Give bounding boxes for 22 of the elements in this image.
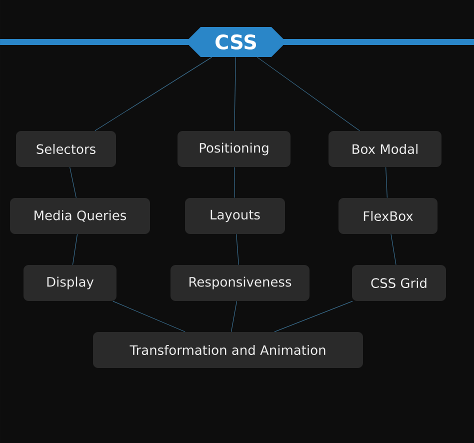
connector-line — [112, 300, 186, 332]
connector-line — [230, 300, 238, 332]
connector-line — [72, 234, 78, 266]
topic-box: Box Modal — [328, 130, 442, 167]
topic-box: Transformation and Animation — [93, 332, 363, 368]
topic-box: Media Queries — [10, 198, 150, 234]
connector-line — [274, 300, 353, 332]
topic-box: Positioning — [178, 130, 290, 167]
topic-box: CSS Grid — [352, 265, 446, 301]
connector-line — [236, 234, 239, 266]
topic-box: Display — [24, 265, 116, 301]
topic-box: Selectors — [16, 130, 116, 167]
connector-line — [234, 56, 236, 132]
connector-line — [386, 166, 388, 198]
connector-line — [94, 56, 212, 132]
connector-line — [234, 166, 236, 198]
connector-line — [390, 234, 396, 266]
topic-box: FlexBox — [338, 198, 438, 234]
connector-line — [256, 56, 360, 132]
connector-line — [70, 166, 76, 198]
topic-box: Layouts — [185, 198, 285, 234]
topic-box: Responsiveness — [170, 265, 310, 301]
